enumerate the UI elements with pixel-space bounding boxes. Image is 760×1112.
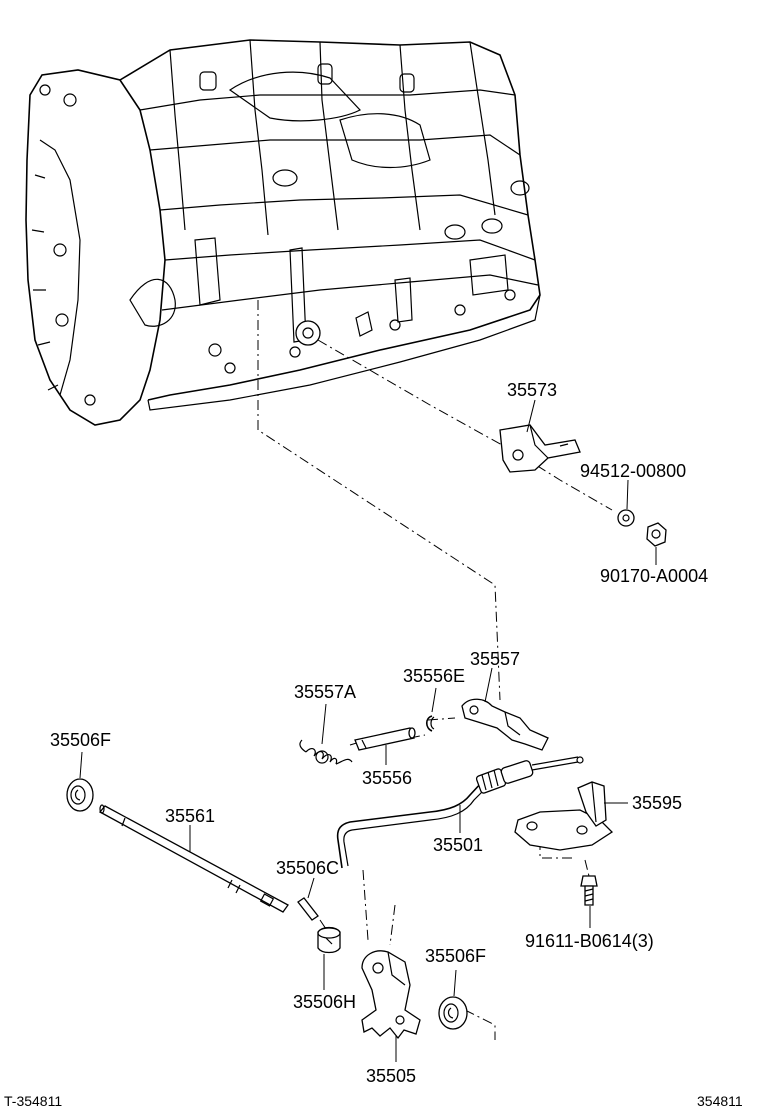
assembly-guide-lines [257, 300, 613, 1040]
leader-35573 [526, 399, 536, 433]
callout-35506H: 35506H [293, 992, 356, 1012]
lever-35505 [361, 950, 421, 1040]
callout-35505: 35505 [366, 1066, 416, 1086]
leader-35557 [484, 667, 493, 703]
transmission-case-illustration [25, 39, 541, 426]
washer-94512-00800 [617, 509, 635, 527]
bushing-35506H [317, 926, 341, 954]
leader-94512-00800 [626, 479, 629, 510]
callout-90170-A0004: 90170-A0004 [600, 566, 708, 586]
callout-35506C: 35506C [276, 858, 339, 878]
leader-35556E [431, 687, 437, 713]
bolt-91611-B0614 [580, 875, 598, 906]
callout-35561: 35561 [165, 806, 215, 826]
rod-35501 [336, 756, 584, 869]
shaft-pivot-boss [295, 320, 321, 346]
callout-labels: 35573 94512-00800 90170-A0004 35557 3555… [50, 380, 708, 1086]
lever-35557 [461, 698, 549, 751]
footer-illustration-code-left: T-354811 [4, 1093, 62, 1109]
callout-35573: 35573 [507, 380, 557, 400]
bracket-35595 [514, 781, 614, 851]
spring-35557A [299, 739, 353, 765]
leader-35506F-bottom [453, 969, 457, 997]
leader-35506C [307, 877, 315, 899]
oil-seal-35506F-top [66, 778, 94, 812]
callout-35556: 35556 [362, 768, 412, 788]
callout-35506F-bottom: 35506F [425, 946, 486, 966]
shaft-35561 [98, 804, 289, 913]
footer-illustration-code-right: 354811 [697, 1093, 743, 1109]
nut-90170-A0004 [646, 522, 667, 547]
callout-35501: 35501 [433, 835, 483, 855]
callout-35557: 35557 [470, 649, 520, 669]
snap-ring-35556E [425, 715, 435, 732]
oil-seal-35506F-bottom [438, 996, 468, 1030]
callout-94512-00800: 94512-00800 [580, 461, 686, 481]
leader-35506F-top [79, 751, 83, 779]
callout-35557A: 35557A [294, 682, 356, 702]
bracket-35573 [499, 424, 581, 473]
leader-35557A [321, 703, 327, 745]
callout-35595: 35595 [632, 793, 682, 813]
pin-35506C [297, 897, 319, 921]
callout-91611-B0614: 91611-B0614(3) [525, 931, 654, 951]
callout-35506F-top: 35506F [50, 730, 111, 750]
pin-35556 [354, 727, 416, 751]
callout-35556E: 35556E [403, 666, 465, 686]
